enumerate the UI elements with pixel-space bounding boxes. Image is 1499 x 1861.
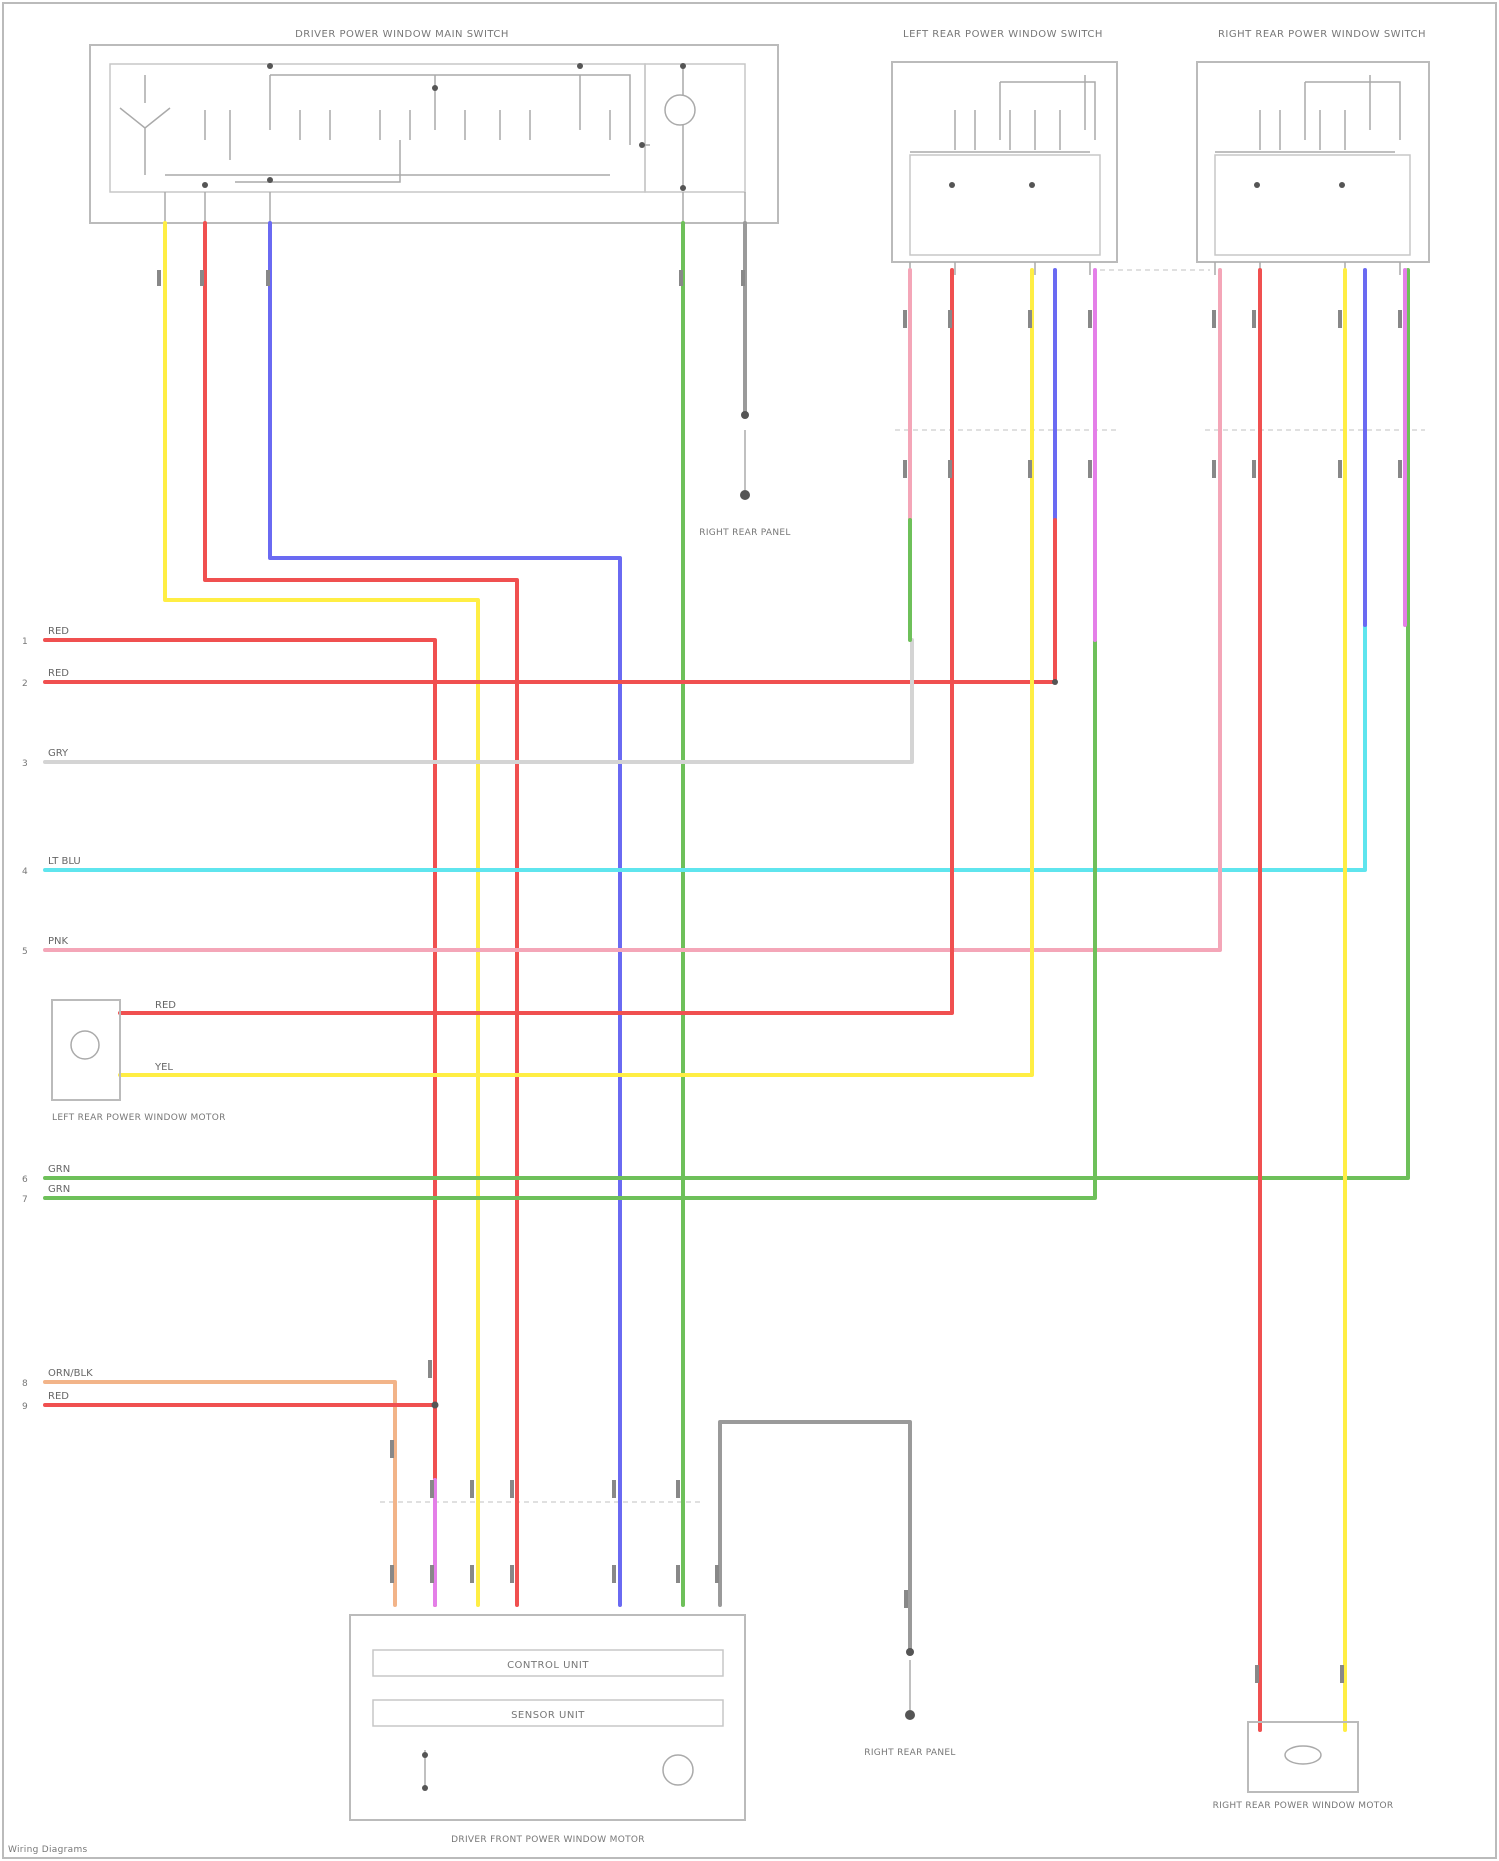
wire-tags [157, 270, 1402, 1683]
edge-wire-label-8: ORN/BLK [48, 1368, 93, 1379]
edge-number-7: 7 [22, 1195, 28, 1205]
wire-red-driver [205, 223, 517, 1605]
footer-text: Wiring Diagrams [8, 1845, 88, 1855]
wire-cyan-4 [45, 625, 1365, 870]
edge-wire-label-6: GRN [48, 1164, 70, 1175]
front-motor-label: DRIVER FRONT POWER WINDOW MOTOR [451, 1835, 645, 1845]
edge-wire-label-9: RED [48, 1391, 69, 1402]
ground-label-2: RIGHT REAR PANEL [864, 1748, 955, 1758]
edge-number-1: 1 [22, 637, 28, 647]
front-motor: CONTROL UNIT SENSOR UNIT DRIVER FRONT PO… [350, 1615, 745, 1845]
edge-number-2: 2 [22, 679, 28, 689]
wire-gray-front-ground [720, 1422, 910, 1652]
edge-number-5: 5 [22, 947, 28, 957]
right-rear-switch: RIGHT REAR POWER WINDOW SWITCH [1197, 29, 1429, 275]
edge-wire-label-2: RED [48, 668, 69, 679]
motor-yel-label: YEL [154, 1062, 173, 1073]
wire-red-2 [45, 640, 1055, 682]
edge-number-9: 9 [22, 1402, 28, 1412]
right-rear-switch-title: RIGHT REAR POWER WINDOW SWITCH [1218, 29, 1426, 40]
edge-number-4: 4 [22, 867, 28, 877]
edge-number-6: 6 [22, 1175, 28, 1185]
wire-orange-8 [45, 1382, 395, 1605]
edge-number-8: 8 [22, 1379, 28, 1389]
edge-wire-label-3: GRY [48, 748, 69, 759]
left-rear-motor-label: LEFT REAR POWER WINDOW MOTOR [52, 1113, 226, 1123]
driver-main-switch: DRIVER POWER WINDOW MAIN SWITCH [90, 29, 778, 223]
ground-label-1: RIGHT REAR PANEL [699, 528, 790, 538]
edge-wire-label-4: LT BLU [48, 856, 81, 867]
right-rear-motor-label: RIGHT REAR POWER WINDOW MOTOR [1213, 1801, 1394, 1811]
wire-pink-5 [45, 270, 1220, 950]
wire-yellow-driver [165, 223, 478, 1605]
sensor-unit-label: SENSOR UNIT [511, 1710, 585, 1721]
left-rear-motor: LEFT REAR POWER WINDOW MOTOR RED YEL [52, 1000, 226, 1123]
wire-blue-driver [270, 223, 620, 1605]
wires [45, 223, 1408, 1730]
ground-right-rear-panel-bottom: RIGHT REAR PANEL [864, 1648, 955, 1758]
control-unit-label: CONTROL UNIT [507, 1660, 589, 1671]
edge-number-3: 3 [22, 759, 28, 769]
ground-right-rear-panel-top: RIGHT REAR PANEL [699, 411, 790, 538]
wire-yellow-motor [120, 270, 1032, 1075]
left-rear-switch-title: LEFT REAR POWER WINDOW SWITCH [903, 29, 1103, 40]
driver-main-switch-title: DRIVER POWER WINDOW MAIN SWITCH [295, 29, 509, 40]
wire-green-6 [45, 270, 1408, 1178]
motor-red-label: RED [155, 1000, 176, 1011]
left-rear-switch: LEFT REAR POWER WINDOW SWITCH [892, 29, 1117, 275]
outer-frame [3, 3, 1496, 1858]
edge-wire-label-5: PNK [48, 936, 69, 947]
edge-wire-label-7: GRN [48, 1184, 70, 1195]
right-rear-motor: RIGHT REAR POWER WINDOW MOTOR [1213, 1722, 1394, 1811]
edge-wire-label-1: RED [48, 626, 69, 637]
splice-dots [432, 679, 1059, 1409]
